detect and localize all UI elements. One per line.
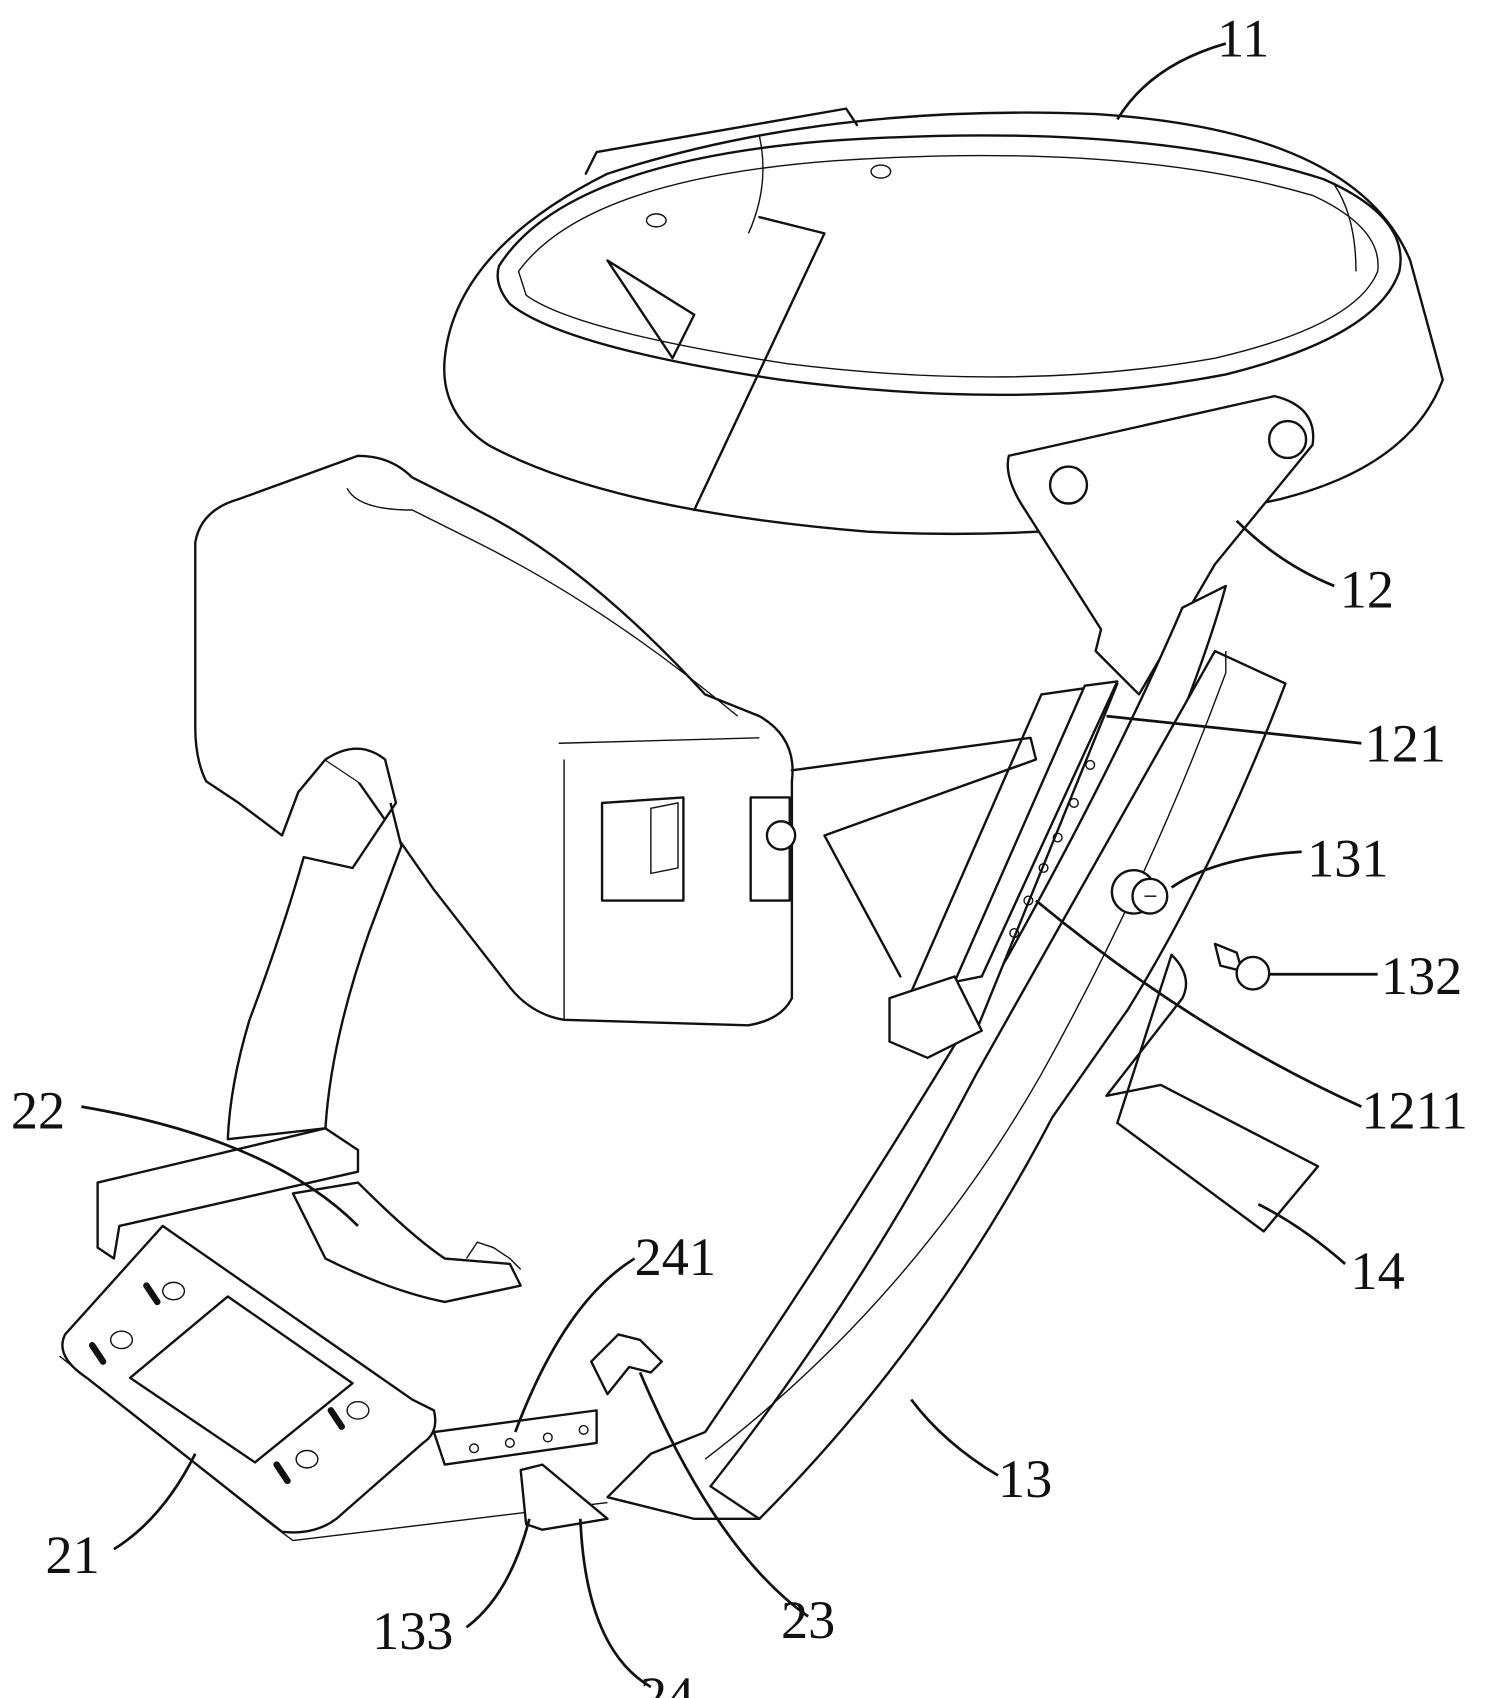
label-241: 241 bbox=[635, 1227, 716, 1287]
label-121: 121 bbox=[1365, 714, 1446, 774]
hook bbox=[591, 1334, 662, 1394]
label-13: 13 bbox=[998, 1449, 1052, 1509]
label-23: 23 bbox=[781, 1590, 835, 1650]
label-21: 21 bbox=[46, 1525, 100, 1585]
clip bbox=[521, 1465, 608, 1530]
label-22: 22 bbox=[11, 1080, 65, 1140]
label-24: 24 bbox=[640, 1666, 694, 1698]
strip bbox=[434, 1410, 597, 1464]
rod bbox=[1106, 955, 1318, 1232]
label-11: 11 bbox=[1217, 9, 1269, 69]
label-131: 131 bbox=[1307, 829, 1388, 889]
label-1211: 1211 bbox=[1361, 1080, 1467, 1140]
label-133: 133 bbox=[372, 1601, 453, 1661]
label-132: 132 bbox=[1381, 946, 1462, 1006]
label-12: 12 bbox=[1340, 560, 1394, 620]
label-14: 14 bbox=[1351, 1241, 1405, 1301]
pin bbox=[1215, 944, 1269, 990]
